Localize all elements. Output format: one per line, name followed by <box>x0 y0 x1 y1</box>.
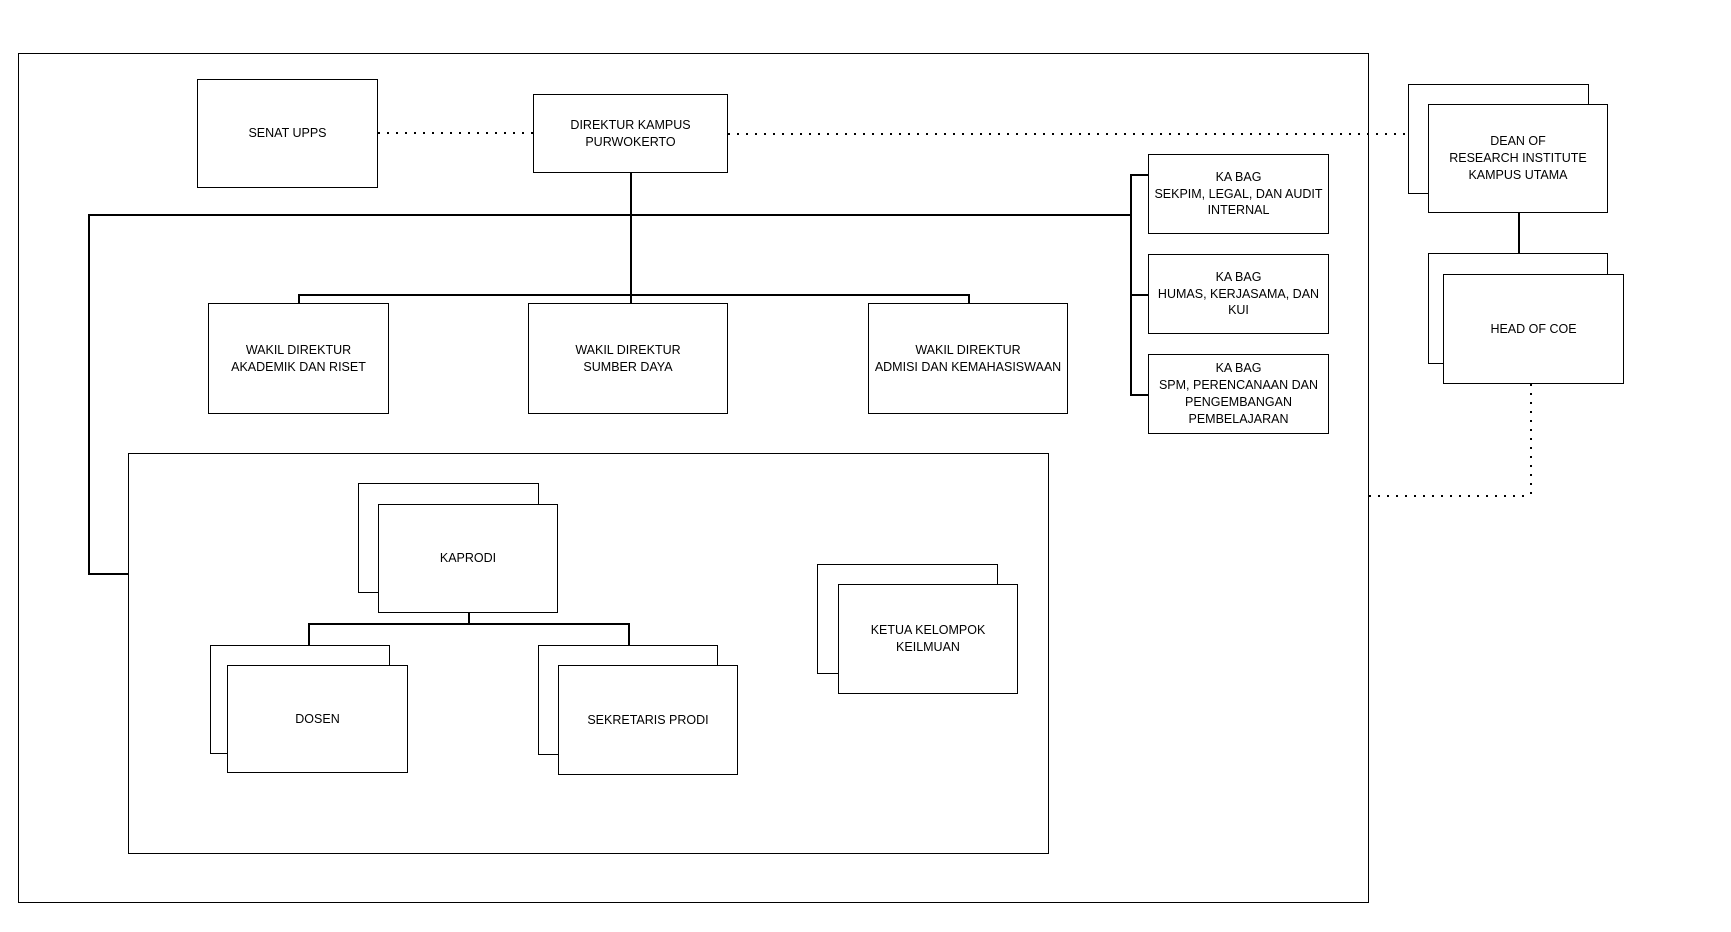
connector-left-branch-down <box>88 214 90 574</box>
node-kaprodi[interactable]: KAPRODI <box>378 504 558 613</box>
node-kabag-humas[interactable]: KA BAG HUMAS, KERJASAMA, DAN KUI <box>1148 254 1329 334</box>
node-sekretaris-prodi[interactable]: SEKRETARIS PRODI <box>558 665 738 775</box>
prodi-group-frame <box>128 453 1049 854</box>
connector-stub-wakil-admisi <box>968 294 970 305</box>
connector-kaprodi-down <box>468 613 470 624</box>
connector-stub-wakil-akademik <box>298 294 300 305</box>
node-dean-research-institute[interactable]: DEAN OF RESEARCH INSTITUTE KAMPUS UTAMA <box>1428 104 1608 213</box>
dotted-head-coe-down <box>1530 384 1532 497</box>
connector-left-branch-to-group <box>88 573 129 575</box>
node-kabag-spm[interactable]: KA BAG SPM, PERENCANAAN DAN PENGEMBANGAN… <box>1148 354 1329 434</box>
node-wakil-direktur-sumber-daya[interactable]: WAKIL DIREKTUR SUMBER DAYA <box>528 303 728 414</box>
dotted-head-coe-left <box>1369 495 1531 497</box>
dotted-senat-direktur <box>378 132 533 134</box>
dotted-direktur-dean <box>728 133 1408 135</box>
node-wakil-direktur-akademik[interactable]: WAKIL DIREKTUR AKADEMIK DAN RISET <box>208 303 389 414</box>
connector-long-horizontal <box>88 214 1130 216</box>
connector-direktur-down <box>630 173 632 303</box>
connector-stub-kabag-spm <box>1130 394 1148 396</box>
connector-stub-kabag-humas <box>1130 294 1148 296</box>
node-dosen[interactable]: DOSEN <box>227 665 408 773</box>
node-direktur-kampus-purwokerto[interactable]: DIREKTUR KAMPUS PURWOKERTO <box>533 94 728 173</box>
connector-stub-dosen <box>308 623 310 645</box>
connector-wakil-rail <box>298 294 969 296</box>
connector-stub-kabag-sekpim <box>1130 174 1148 176</box>
outer-boundary-frame <box>18 53 1369 903</box>
node-kabag-sekpim[interactable]: KA BAG SEKPIM, LEGAL, DAN AUDIT INTERNAL <box>1148 154 1329 234</box>
connector-kaprodi-rail <box>308 623 629 625</box>
node-wakil-direktur-admisi[interactable]: WAKIL DIREKTUR ADMISI DAN KEMAHASISWAAN <box>868 303 1068 414</box>
node-ketua-kelompok-keilmuan[interactable]: KETUA KELOMPOK KEILMUAN <box>838 584 1018 694</box>
connector-kabag-bracket <box>1130 174 1132 394</box>
connector-dean-to-head <box>1518 213 1520 254</box>
node-senat-upps[interactable]: SENAT UPPS <box>197 79 378 188</box>
connector-stub-sekretaris <box>628 623 630 645</box>
node-head-of-coe[interactable]: HEAD OF COE <box>1443 274 1624 384</box>
